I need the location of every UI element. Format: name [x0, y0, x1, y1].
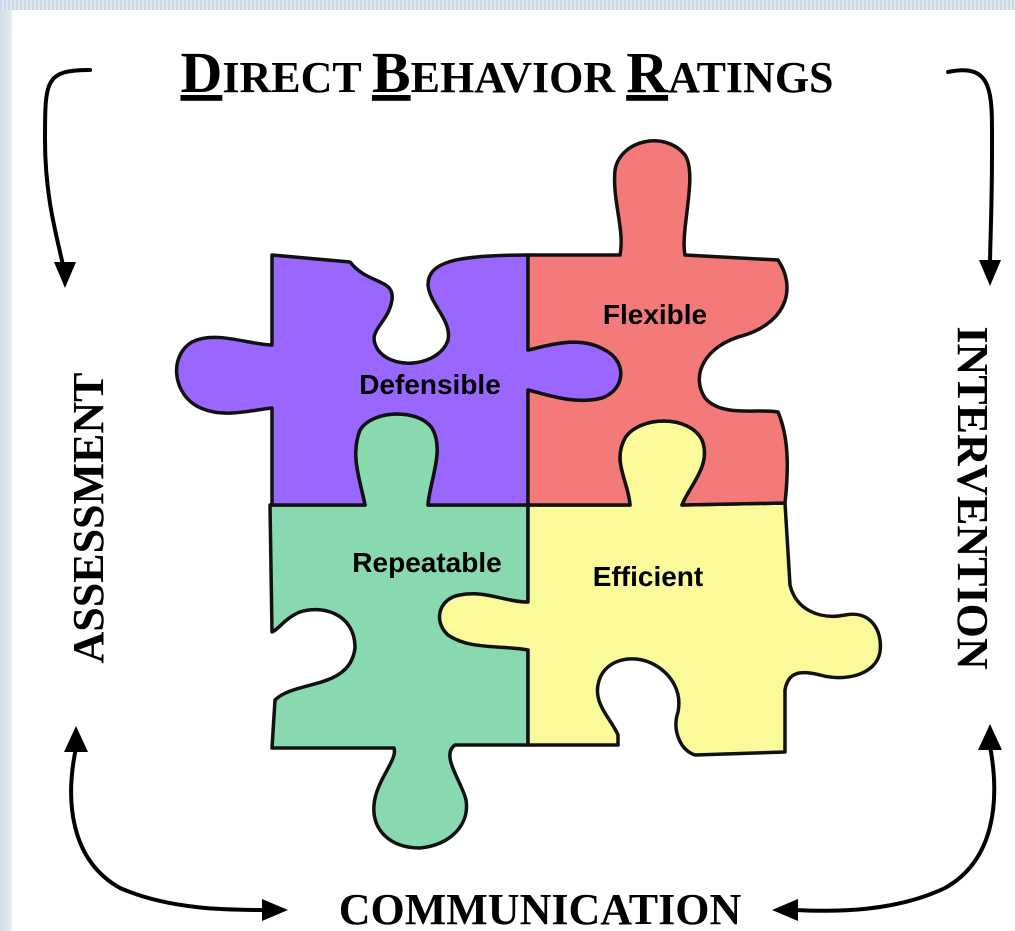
- defensible-label: Defensible: [359, 369, 501, 400]
- title: DIRECT BEHAVIOR RATINGS: [180, 40, 833, 105]
- repeatable-label: Repeatable: [352, 547, 501, 578]
- title-rest-2: EHAVIOR: [411, 53, 617, 102]
- arrow-intervention-to-communication: [772, 724, 1002, 921]
- arrow-title-to-assessment: [42, 68, 92, 288]
- assessment-label: ASSESSMENT: [64, 372, 113, 663]
- arrow-assessment-to-communication: [64, 726, 288, 921]
- intervention-label: INTERVENTION: [948, 326, 997, 669]
- efficient-label: Efficient: [593, 561, 703, 592]
- top-border-strip: [0, 0, 1015, 10]
- flexible-label: Flexible: [603, 299, 707, 330]
- flexible-piece: [526, 139, 790, 507]
- title-rest-3: ATINGS: [668, 53, 833, 102]
- title-initial-3: R: [626, 40, 669, 105]
- title-initial-1: D: [180, 40, 222, 105]
- communication-label: COMMUNICATION: [339, 885, 742, 931]
- title-initial-2: B: [372, 40, 411, 105]
- arrow-title-to-intervention: [946, 68, 1001, 286]
- left-border-strip: [0, 10, 12, 931]
- title-rest-1: IRECT: [222, 53, 361, 102]
